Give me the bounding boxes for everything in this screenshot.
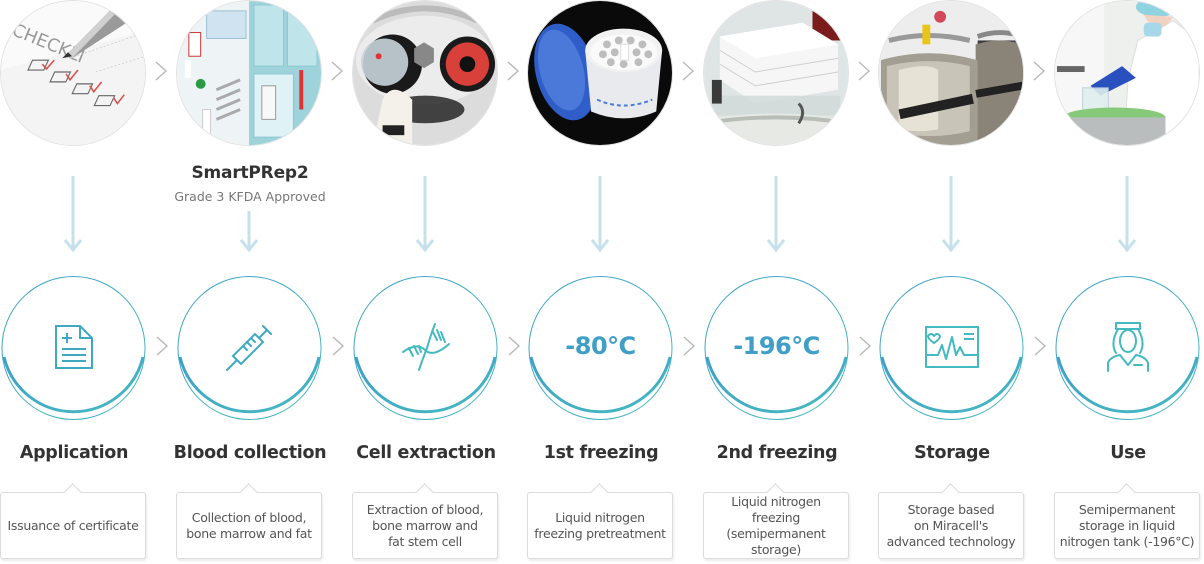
step-description: Collection of blood, bone marrow and fat (176, 492, 322, 559)
centrifuge-photo (352, 0, 498, 146)
step-title: 1st freezing (543, 443, 659, 463)
step-icon-circle: -80℃ (527, 275, 674, 423)
down-arrow-icon (590, 176, 610, 252)
step-description-text: Collection of blood, bone marrow and fat (186, 509, 312, 541)
step-description-text: Liquid nitrogen freezing pretreatment (534, 509, 666, 541)
nitrogen-tanks-photo (878, 0, 1024, 146)
step-description: Extraction of blood, bone marrow and fat… (352, 492, 498, 559)
step-first-freezing: -80℃ 1st freezing Liquid nitrogen freezi… (527, 0, 675, 564)
document-icon (54, 324, 94, 374)
step-use: Use Semipermanent storage in liquid nitr… (1054, 0, 1202, 564)
freezing-container-photo (527, 0, 673, 146)
step-application: CHECKLI (0, 0, 148, 564)
chevron-right-icon (155, 336, 169, 356)
product-name: SmartPRep2 (191, 163, 309, 183)
step-description: Liquid nitrogen freezing pretreatment (527, 492, 673, 559)
chevron-right-icon (858, 336, 872, 356)
monitor-heartbeat-icon (924, 325, 980, 373)
temperature-label: -196℃ (733, 332, 820, 360)
chevron-right-icon (507, 336, 521, 356)
step-title: Use (1110, 443, 1146, 463)
step-description: Liquid nitrogen freezing (semipermanent … (703, 492, 849, 559)
step-title: Blood collection (173, 443, 327, 463)
step-cell-extraction: Cell extraction Extraction of blood, bon… (352, 0, 500, 564)
step-title: Storage (914, 443, 990, 463)
step-icon-circle (1054, 275, 1201, 423)
step-icon-circle (0, 275, 147, 423)
checklist-photo: CHECKLI (0, 0, 146, 146)
chevron-right-icon (330, 61, 344, 81)
chevron-right-icon (1033, 336, 1047, 356)
step-description: Storage based on Miracell's advanced tec… (878, 492, 1024, 559)
step-second-freezing: -196℃ 2nd freezing Liquid nitrogen freez… (703, 0, 851, 564)
chevron-right-icon (681, 61, 695, 81)
down-arrow-icon (415, 176, 435, 252)
step-description: Issuance of certificate (0, 492, 146, 559)
down-arrow-icon (766, 176, 786, 252)
step-title: Cell extraction (356, 443, 496, 463)
step-description-text: Issuance of certificate (7, 517, 139, 533)
step-description: Semipermanent storage in liquid nitrogen… (1054, 492, 1200, 559)
chevron-right-icon (682, 336, 696, 356)
chevron-right-icon (154, 61, 168, 81)
down-arrow-icon (239, 211, 259, 252)
rate-freezer-photo (703, 0, 849, 146)
collection-kit-photo (176, 0, 322, 146)
step-icon-circle (878, 275, 1025, 423)
step-title: 2nd freezing (716, 443, 838, 463)
step-description-text: Liquid nitrogen freezing (semipermanent … (726, 493, 826, 557)
step-icon-circle (176, 275, 323, 423)
step-storage: Storage Storage based on Miracell's adva… (878, 0, 1026, 564)
step-title: Application (19, 443, 129, 463)
step-blood-collection: SmartPRep2 Grade 3 KFDA Approved (174, 0, 327, 564)
chevron-right-icon (331, 336, 345, 356)
chevron-right-icon (506, 61, 520, 81)
down-arrow-icon (1117, 176, 1137, 252)
step-description-text: Extraction of blood, bone marrow and fat… (366, 501, 484, 549)
dna-icon (399, 320, 453, 378)
chevron-right-icon (1032, 61, 1046, 81)
temperature-label: -80℃ (565, 332, 636, 360)
step-icon-circle: -196℃ (703, 275, 850, 423)
syringe-icon (223, 320, 277, 378)
product-note: Grade 3 KFDA Approved (174, 189, 326, 204)
lab-technician-photo (1054, 0, 1200, 146)
down-arrow-icon (63, 176, 83, 252)
step-description-text: Semipermanent storage in liquid nitrogen… (1059, 501, 1195, 549)
step-description-text: Storage based on Miracell's advanced tec… (886, 501, 1016, 549)
step-icon-circle (352, 275, 499, 423)
down-arrow-icon (941, 176, 961, 252)
chevron-right-icon (857, 61, 871, 81)
nurse-icon (1106, 321, 1150, 377)
